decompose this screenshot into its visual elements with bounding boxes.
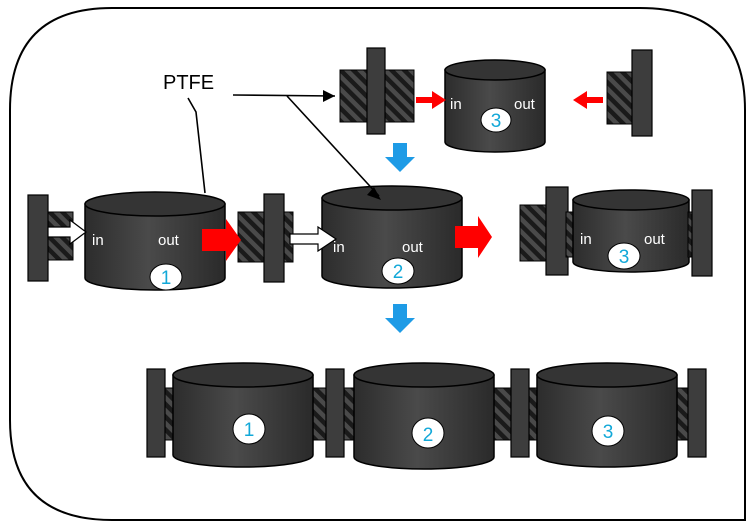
inflow-arrow-1 <box>47 218 87 246</box>
number-3-bottom: 3 <box>603 422 614 443</box>
cylinder-2-bottom <box>353 362 495 470</box>
port-out-label-3: out <box>644 231 666 248</box>
flow-arrow-top-out <box>573 91 603 109</box>
callout-arrowhead-2 <box>367 187 381 200</box>
top-left-fitting <box>339 47 415 135</box>
top-right-fitting <box>606 49 653 137</box>
cylinder-3-bottom <box>536 362 678 468</box>
middle-fitting <box>237 193 294 283</box>
step-arrow-1 <box>385 143 415 172</box>
outflow-arrow-2 <box>455 216 492 258</box>
ptfe-callout-lines <box>187 94 380 197</box>
outflow-arrow-1 <box>202 219 241 261</box>
number-3-top: 3 <box>491 111 502 132</box>
inflow-arrow-2 <box>289 225 338 253</box>
port-in-label-top: in <box>450 96 462 113</box>
number-1-bottom: 1 <box>244 420 255 441</box>
port-in-label-3: in <box>580 231 592 248</box>
cylinder-1-middle <box>84 191 226 291</box>
flow-arrow-top-in <box>416 91 446 109</box>
port-in-label-1: in <box>92 232 104 249</box>
cylinder-3-middle <box>572 189 690 273</box>
step-arrow-2 <box>385 304 415 333</box>
port-out-label-top: out <box>514 96 536 113</box>
number-1-middle: 1 <box>161 268 172 289</box>
number-2-middle: 2 <box>393 262 404 283</box>
middle-right-left-fitting <box>519 186 577 276</box>
port-out-label-1: out <box>158 232 180 249</box>
ptfe-label: PTFE <box>163 72 214 94</box>
port-out-label-2: out <box>402 239 424 256</box>
number-bubbles <box>149 107 641 449</box>
bottom-fittings <box>146 368 707 458</box>
cylinder-2-middle <box>321 185 463 289</box>
number-2-bottom: 2 <box>423 425 434 446</box>
callout-arrowhead-1 <box>323 90 335 102</box>
middle-right-right-fitting <box>687 189 713 277</box>
port-in-label-2: in <box>333 239 345 256</box>
number-3-middle: 3 <box>619 247 630 268</box>
